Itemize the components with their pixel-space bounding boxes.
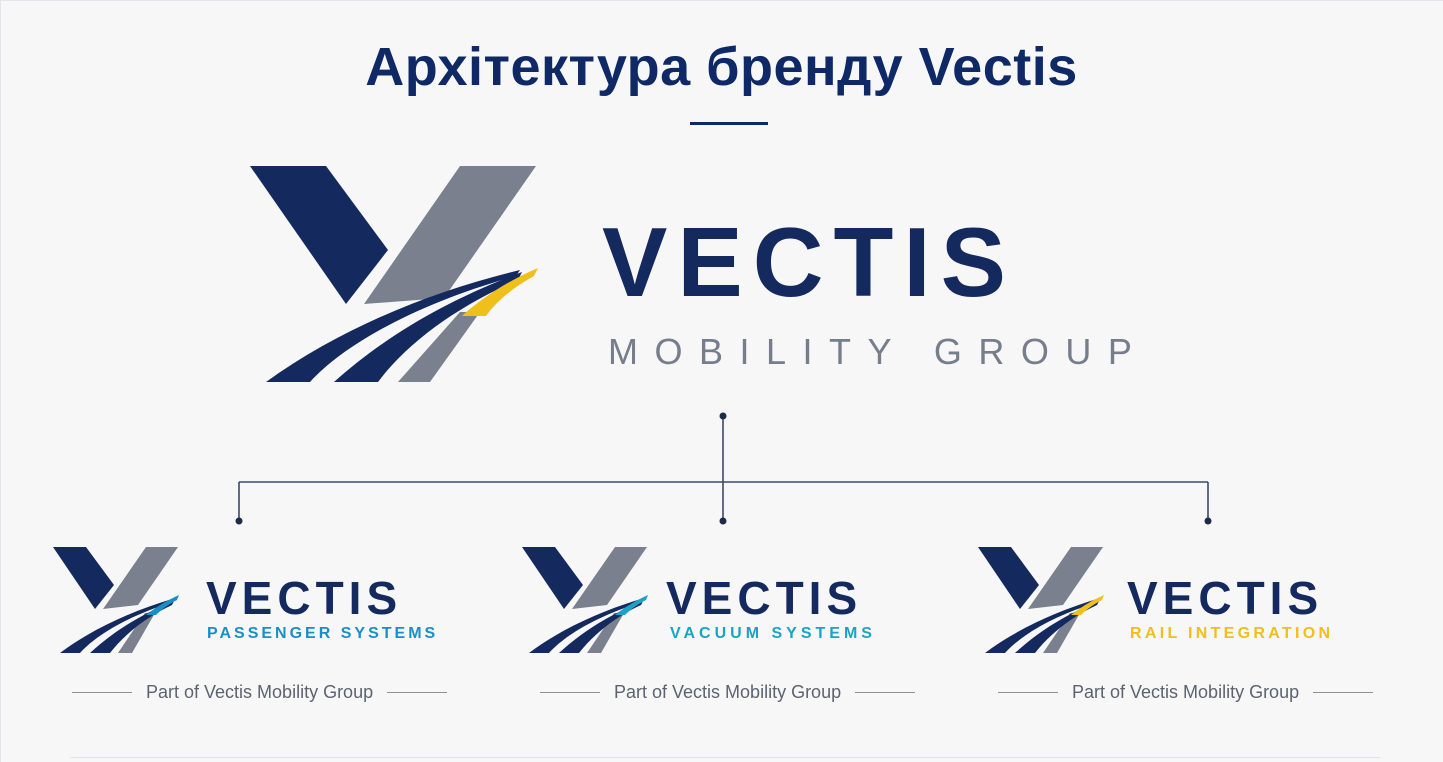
connector-node-left: [235, 517, 243, 525]
rail-endorsement: Part of Vectis Mobility Group: [998, 680, 1374, 704]
vectis-main-logo-icon: [250, 166, 538, 382]
vectis-rail-logo-icon: [978, 547, 1104, 653]
connector-node-right: [1204, 517, 1212, 525]
vectis-vacuum-logo-icon: [522, 547, 648, 653]
endorsement-rule-left: [72, 691, 132, 693]
title-underline: [690, 122, 768, 125]
endorsement-rule-left: [998, 691, 1058, 693]
vacuum-division-name: VACUUM SYSTEMS: [670, 625, 876, 642]
connector-node-center: [719, 517, 727, 525]
vectis-passenger-logo-icon: [53, 547, 179, 653]
endorsement-text: Part of Vectis Mobility Group: [1072, 681, 1300, 702]
vacuum-wordmark: VECTIS: [666, 572, 863, 624]
connector-node-top: [719, 412, 727, 420]
endorsement-rule-right: [1313, 691, 1374, 693]
logo-swoosh-2: [334, 272, 522, 382]
endorsement-rule-right: [855, 691, 916, 693]
logo-swoosh-gold: [462, 268, 538, 316]
main-tagline: MOBILITY GROUP: [608, 331, 1149, 372]
endorsement-text: Part of Vectis Mobility Group: [614, 681, 842, 702]
logo-swoosh-1: [266, 270, 520, 382]
logo-left-arm: [250, 166, 388, 304]
main-wordmark: VECTIS: [602, 207, 1016, 317]
endorsement-text: Part of Vectis Mobility Group: [146, 681, 374, 702]
logo-lower-arm: [398, 312, 480, 382]
rail-division-name: RAIL INTEGRATION: [1130, 625, 1334, 642]
logo-right-arm: [364, 166, 536, 304]
endorsement-rule-right: [387, 691, 448, 693]
passenger-endorsement: Part of Vectis Mobility Group: [72, 680, 448, 704]
rail-wordmark: VECTIS: [1127, 572, 1324, 624]
page-title: Архітектура бренду Vectis: [365, 37, 1078, 97]
vacuum-endorsement: Part of Vectis Mobility Group: [540, 680, 916, 704]
passenger-wordmark: VECTIS: [206, 572, 403, 624]
bottom-divider: [70, 757, 1380, 758]
endorsement-rule-left: [540, 691, 600, 693]
passenger-division-name: PASSENGER SYSTEMS: [207, 625, 439, 642]
